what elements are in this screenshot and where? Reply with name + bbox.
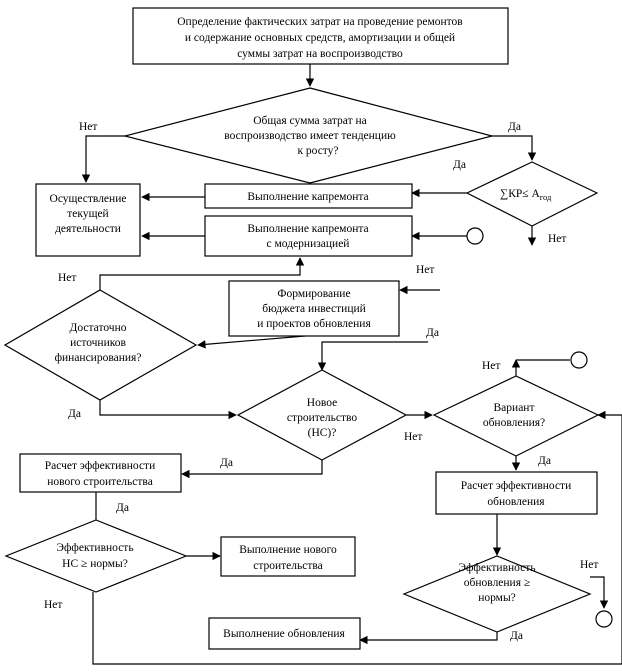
budget-line-2: бюджета инвестиций <box>262 303 366 315</box>
current-line-3: деятельности <box>55 223 121 235</box>
node-trend-question: Общая сумма затрат на воспроизводство им… <box>124 87 495 184</box>
budget-line-3: и проектов обновления <box>257 318 371 330</box>
start-line-2: и содержание основных средств, амортизац… <box>185 32 455 44</box>
label-yes-nc-top: Да <box>426 327 439 339</box>
connector-circle-modernization <box>466 227 484 245</box>
funding-line-1: Достаточно <box>70 322 127 334</box>
new-eff-line-1: Эффективность <box>56 542 133 554</box>
budget-line-1: Формирование <box>277 288 350 300</box>
connector-circle-update-efficiency <box>595 610 613 628</box>
label-yes-calc-new: Да <box>116 502 129 514</box>
node-new-efficiency-question: Эффективность НС ≥ нормы? <box>4 519 188 593</box>
update-option-line-2: обновления? <box>483 417 545 429</box>
label-no-budget: Нет <box>416 264 434 276</box>
node-update-option-question: Вариант обновления? <box>432 375 600 457</box>
node-update-efficiency-question: Эффективность обновления ≥ нормы? <box>402 555 592 633</box>
trend-line-3: к росту? <box>297 145 338 157</box>
calc-update-line-1: Расчет эффективности <box>461 480 572 492</box>
upd-eff-line-2: обновления ≥ <box>464 577 530 589</box>
label-yes-trend: Да <box>508 121 521 133</box>
sum-condition-label: ∑КР≤ Агод <box>500 188 552 202</box>
nc-line-1: Новое <box>307 397 337 409</box>
node-budget: Формирование бюджета инвестиций и проект… <box>228 280 400 337</box>
do-new-line-1: Выполнение нового <box>239 544 337 556</box>
do-update-label: Выполнение обновления <box>223 628 345 640</box>
node-do-update: Выполнение обновления <box>208 617 361 650</box>
label-yes-nc: Да <box>220 457 233 469</box>
label-no-new-eff: Нет <box>44 599 62 611</box>
start-line-3: суммы затрат на воспроизводство <box>237 48 403 60</box>
upd-eff-line-3: нормы? <box>478 592 516 604</box>
nc-line-2: строительство <box>287 412 358 424</box>
funding-line-3: финансирования? <box>55 352 142 364</box>
do-new-line-2: строительства <box>253 560 323 572</box>
current-line-2: текущей <box>67 208 108 220</box>
label-yes-sum: Да <box>453 159 466 171</box>
label-yes-update-eff: Да <box>510 630 523 642</box>
start-line-1: Определение фактических затрат на провед… <box>177 16 463 28</box>
new-eff-line-2: НС ≥ нормы? <box>62 558 128 570</box>
update-option-line-1: Вариант <box>494 402 535 414</box>
connector-lines <box>81 64 622 665</box>
current-line-1: Осуществление <box>50 193 127 205</box>
calc-new-line-2: нового строительства <box>47 476 153 488</box>
node-capital-repair-modern: Выполнение капремонта с модернизацией <box>204 215 413 257</box>
modern-line-1: Выполнение капремонта <box>247 223 368 235</box>
trend-line-1: Общая сумма затрат на <box>253 115 367 127</box>
modern-line-2: с модернизацией <box>267 238 350 250</box>
trend-line-2: воспроизводство имеет тенденцию <box>224 130 396 142</box>
node-funding-question: Достаточно источников финансирования? <box>3 289 198 401</box>
funding-line-2: источников <box>70 337 126 349</box>
calc-new-line-1: Расчет эффективности <box>45 460 156 472</box>
node-do-new-construction: Выполнение нового строительства <box>220 536 356 577</box>
edge-labels: Нет Да Да Нет Нет Нет Да Да Нет Нет Да Д… <box>44 121 598 642</box>
label-yes-update-option: Да <box>538 455 551 467</box>
node-sum-condition: ∑КР≤ Агод <box>465 161 599 227</box>
label-no-sum: Нет <box>548 233 566 245</box>
node-start: Определение фактических затрат на провед… <box>132 7 509 65</box>
label-no-trend: Нет <box>79 121 97 133</box>
node-calc-new-efficiency: Расчет эффективности нового строительств… <box>19 453 182 493</box>
label-no-update-option: Нет <box>482 360 500 372</box>
label-no-nc: Нет <box>404 431 422 443</box>
upd-eff-line-1: Эффективность <box>458 562 535 574</box>
calc-update-line-2: обновления <box>487 496 545 508</box>
label-no-update-eff: Нет <box>580 559 598 571</box>
connector-circle-update-option <box>570 351 588 369</box>
node-new-construction-question: Новое строительство (НС)? <box>236 369 408 461</box>
nc-line-3: (НС)? <box>308 427 337 439</box>
node-current-activity: Осуществление текущей деятельности <box>35 183 141 257</box>
label-yes-funding: Да <box>68 408 81 420</box>
label-no-funding: Нет <box>58 272 76 284</box>
node-calc-update-efficiency: Расчет эффективности обновления <box>435 471 598 515</box>
capital-repair-label: Выполнение капремонта <box>247 191 368 203</box>
node-capital-repair: Выполнение капремонта <box>204 183 413 209</box>
